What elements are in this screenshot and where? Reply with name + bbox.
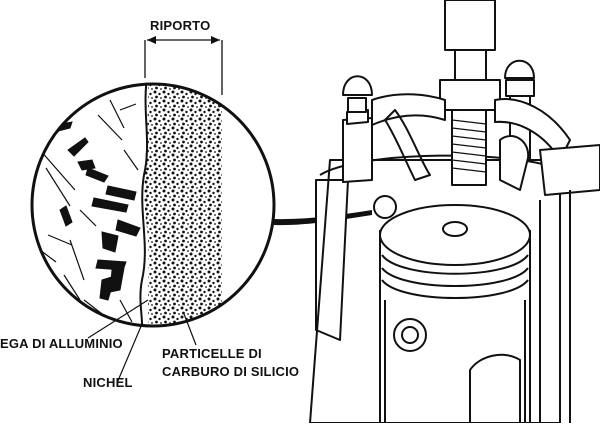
label-particelle-line1: PARTICELLE DI <box>162 346 262 361</box>
leader-lines <box>87 299 197 384</box>
magnifier-circle <box>30 82 276 328</box>
label-riporto: RIPORTO <box>150 18 211 33</box>
aluminium-alloy-structure <box>54 121 141 301</box>
silicon-carbide-layer <box>144 84 222 326</box>
magnified-section <box>30 82 276 328</box>
nickel-boundary <box>139 84 149 326</box>
aluminium-grain-lines <box>39 99 139 323</box>
label-nichel: NICHEL <box>83 375 133 390</box>
riporto-dimension <box>144 36 223 95</box>
detail-marker-circle <box>373 195 397 219</box>
label-lega-alluminio: EGA DI ALLUMINIO <box>0 336 123 351</box>
label-particelle-line2: CARBURO DI SILICIO <box>162 364 300 379</box>
engine-illustration <box>309 0 600 424</box>
